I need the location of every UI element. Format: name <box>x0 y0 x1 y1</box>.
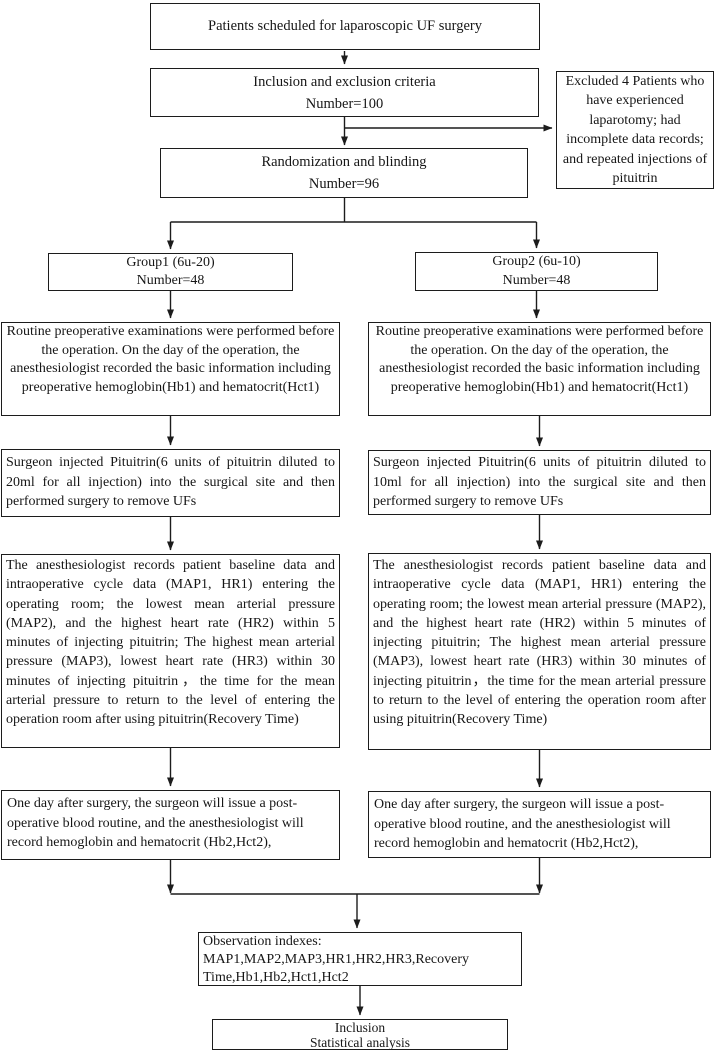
criteria-count: Number=100 <box>305 95 384 112</box>
anesthesiologist-records-group1-text: The anesthesiologist records patient bas… <box>6 558 335 728</box>
group1-label: Group1 (6u-20) <box>126 254 215 270</box>
box-patients-scheduled-text: Patients scheduled for laparoscopic UF s… <box>208 18 482 34</box>
box-preop-exams-group1: Routine preoperative examinations were p… <box>1 322 340 416</box>
randomization-count: Number=96 <box>308 176 380 192</box>
box-surgeon-injection-group1: Surgeon injected Pituitrin(6 units of pi… <box>1 449 340 517</box>
anesthesiologist-records-group2-text: The anesthesiologist records patient bas… <box>373 558 706 728</box>
observation-indexes-list: MAP1,MAP2,MAP3,HR1,HR2,HR3,Recovery Time… <box>203 952 470 985</box>
box-patients-scheduled: Patients scheduled for laparoscopic UF s… <box>150 3 540 50</box>
observation-indexes-title: Observation indexes: <box>203 934 322 949</box>
box-postop-blood-routine-group1: One day after surgery, the surgeon will … <box>1 790 340 860</box>
preop-exams-group2-text: Routine preoperative examinations were p… <box>375 324 704 395</box>
box-excluded-patients: Excluded 4 Patients who have experienced… <box>556 71 714 189</box>
box-postop-blood-routine-group2: One day after surgery, the surgeon will … <box>368 791 711 858</box>
surgeon-injection-group1-text: Surgeon injected Pituitrin(6 units of pi… <box>6 455 335 509</box>
postop-blood-routine-group2-text: One day after surgery, the surgeon will … <box>374 797 671 851</box>
excluded-text: Excluded 4 Patients who have experienced… <box>562 74 708 187</box>
box-group1: Group1 (6u-20) Number=48 <box>48 253 293 291</box>
box-observation-indexes: Observation indexes: MAP1,MAP2,MAP3,HR1,… <box>198 932 522 986</box>
box-preop-exams-group2: Routine preoperative examinations were p… <box>368 322 711 416</box>
group2-count: Number=48 <box>502 272 571 288</box>
box-anesthesiologist-records-group2: The anesthesiologist records patient bas… <box>368 553 711 750</box>
box-inclusion-exclusion-criteria: Inclusion and exclusion criteria Number=… <box>150 68 539 117</box>
box-group2: Group2 (6u-10) Number=48 <box>415 252 658 291</box>
criteria-line1: Inclusion and exclusion criteria <box>253 73 436 90</box>
preop-exams-group1-text: Routine preoperative examinations were p… <box>6 324 335 395</box>
group1-count: Number=48 <box>136 273 205 288</box>
postop-blood-routine-group1-text: One day after surgery, the surgeon will … <box>7 796 304 850</box>
final-line2: Statistical analysis <box>309 1035 411 1050</box>
group2-label: Group2 (6u-10) <box>492 254 581 269</box>
box-randomization-blinding: Randomization and blinding Number=96 <box>160 148 528 198</box>
final-line1: Inclusion <box>334 1020 386 1035</box>
surgeon-injection-group2-text: Surgeon injected Pituitrin(6 units of pi… <box>373 455 706 509</box>
box-surgeon-injection-group2: Surgeon injected Pituitrin(6 units of pi… <box>368 450 711 515</box>
randomization-line1: Randomization and blinding <box>261 154 427 170</box>
box-inclusion-statistical-analysis: Inclusion Statistical analysis <box>212 1019 508 1050</box>
box-anesthesiologist-records-group1: The anesthesiologist records patient bas… <box>1 554 340 748</box>
